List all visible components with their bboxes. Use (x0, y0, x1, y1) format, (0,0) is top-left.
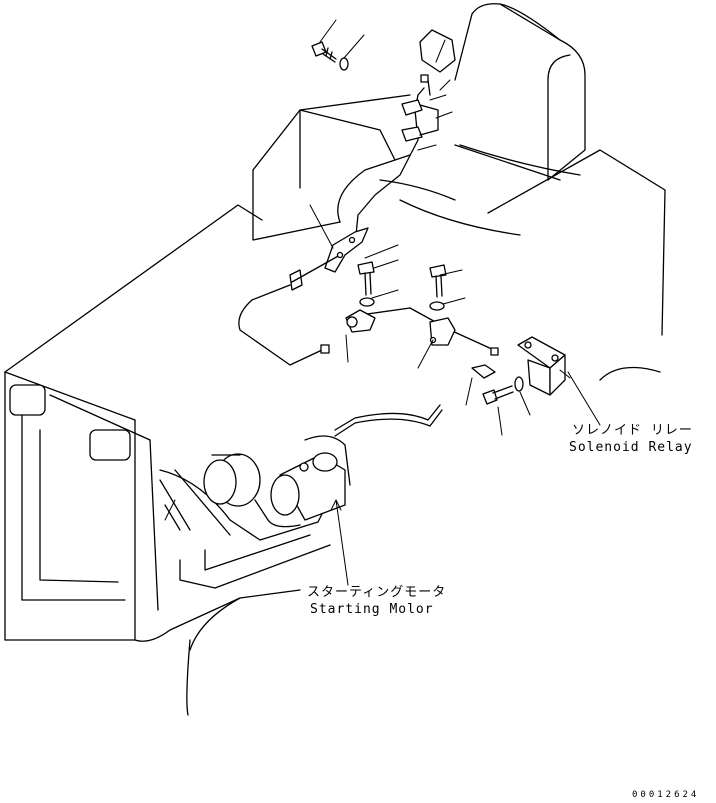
drawing-code: 00012624 (632, 790, 700, 800)
bolts-top (311, 41, 349, 71)
engine-area (159, 404, 443, 589)
starting-motor (270, 435, 351, 521)
hood-lamp-left (9, 384, 46, 416)
wiring-harness (238, 74, 499, 366)
bracket (289, 227, 369, 291)
connector-top (420, 74, 429, 83)
solenoid-relay-label-jp: ソレノイド リレー (572, 423, 693, 438)
lamp (419, 29, 456, 73)
starting-motor-label-jp: スターティングモータ (307, 585, 447, 600)
seat-back (454, 3, 586, 181)
leader-lines (164, 19, 601, 586)
hood (4, 204, 301, 716)
connector-harness (320, 344, 330, 354)
clip-upper (401, 99, 423, 116)
console-body (252, 94, 666, 381)
clip-lower (401, 126, 423, 142)
solenoid-relay (471, 336, 566, 405)
connector-relay (490, 347, 499, 356)
starting-motor-label-en: Starting Molor (310, 602, 434, 617)
hood-lamp-right (89, 429, 131, 461)
bolts-center (345, 261, 456, 346)
alternator (203, 453, 261, 507)
solenoid-relay-label-en: Solenoid Relay (569, 440, 693, 455)
